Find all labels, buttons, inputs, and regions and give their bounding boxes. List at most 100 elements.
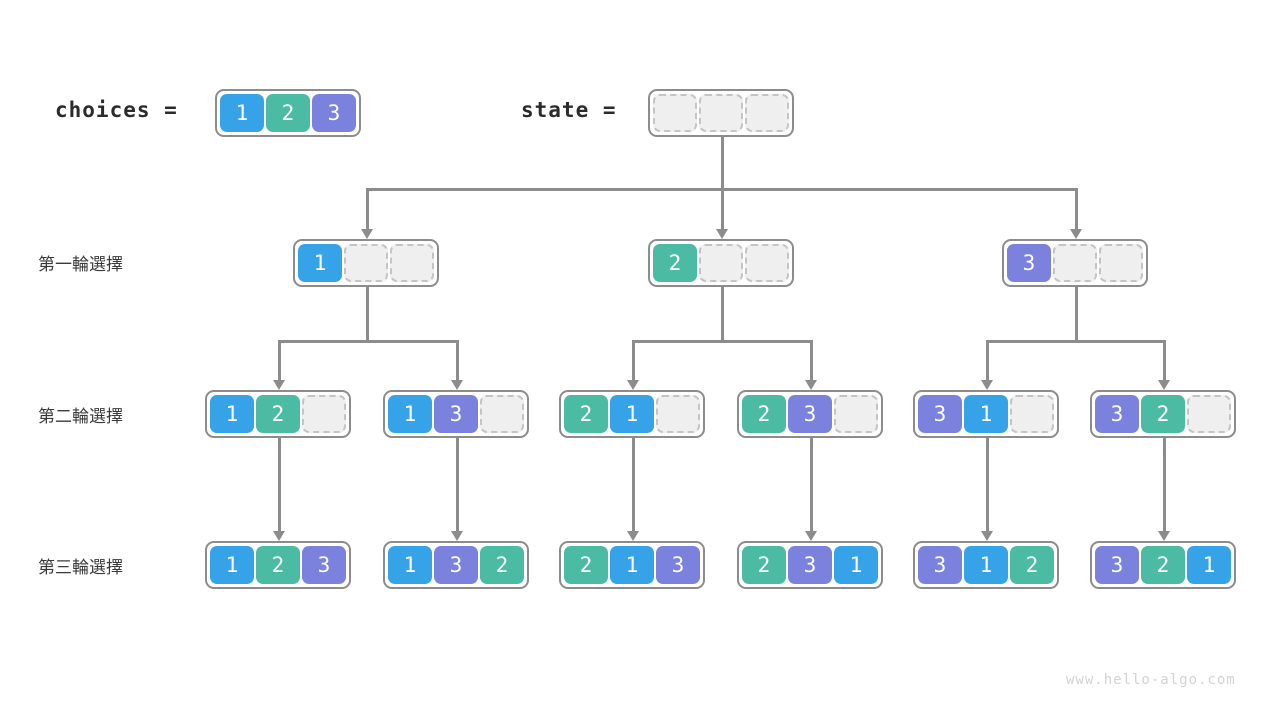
edge-l2-2-drop (631, 438, 635, 532)
edge-l1-0-stem (365, 287, 369, 343)
node-l3-2-cell-1: 1 (610, 546, 654, 584)
node-l1-2-cell-0: 3 (1007, 244, 1051, 282)
edge-root-drop-1 (720, 188, 724, 230)
node-l3-3-cell-1: 3 (788, 546, 832, 584)
state-label: state = (521, 98, 617, 122)
node-l3-1-cell-2: 2 (480, 546, 524, 584)
node-l1-0-cell-0: 1 (298, 244, 342, 282)
node-l2-1-cell-1: 3 (434, 395, 478, 433)
edge-root-arrow-1 (715, 229, 728, 239)
node-l1-0: 1 (293, 239, 439, 287)
node-l1-2: 3 (1002, 239, 1148, 287)
edge-l1-2-bus (985, 340, 1166, 343)
node-l2-4-cell-0: 3 (918, 395, 962, 433)
node-l3-5-cell-0: 3 (1095, 546, 1139, 584)
node-l2-4-cell-1: 1 (964, 395, 1008, 433)
edge-root-stem (720, 137, 724, 191)
node-l3-1-cell-0: 1 (388, 546, 432, 584)
state-array-cell-0 (653, 94, 697, 132)
edge-l2-3-arrow (804, 531, 817, 541)
node-l2-3-cell-0: 2 (742, 395, 786, 433)
node-l2-1-cell-0: 1 (388, 395, 432, 433)
node-l3-3-cell-2: 1 (834, 546, 878, 584)
node-l1-2-cell-1 (1053, 244, 1097, 282)
node-l2-5-cell-1: 2 (1141, 395, 1185, 433)
edge-l1-0-bus (277, 340, 459, 343)
node-l1-1: 2 (648, 239, 794, 287)
node-l2-0-cell-2 (302, 395, 346, 433)
choices-label: choices = (55, 98, 178, 122)
edge-l2-4-drop (985, 438, 989, 532)
edge-l2-3-drop (809, 438, 813, 532)
node-l2-1-cell-2 (480, 395, 524, 433)
edge-l2-5-arrow (1157, 531, 1170, 541)
edge-root-arrow-0 (360, 229, 373, 239)
watermark: www.hello-algo.com (1066, 672, 1236, 688)
node-l2-4-cell-2 (1010, 395, 1054, 433)
node-l1-0-cell-2 (390, 244, 434, 282)
edge-l1-0-arrow-0 (272, 380, 285, 390)
edge-l1-1-arrow-0 (626, 380, 639, 390)
edge-l1-0-arrow-1 (450, 380, 463, 390)
edge-l2-1-drop (455, 438, 459, 532)
edge-l2-1-arrow (450, 531, 463, 541)
node-l3-0-cell-0: 1 (210, 546, 254, 584)
node-l1-0-cell-1 (344, 244, 388, 282)
edge-l1-2-stem (1074, 287, 1078, 343)
edge-l1-0-drop-1 (455, 340, 459, 381)
choices-array-cell-1: 2 (266, 94, 310, 132)
node-l3-0-cell-2: 3 (302, 546, 346, 584)
node-l2-2-cell-0: 2 (564, 395, 608, 433)
edge-l2-4-arrow (980, 531, 993, 541)
state-array-cell-2 (745, 94, 789, 132)
node-l1-1-cell-1 (699, 244, 743, 282)
edge-l1-1-drop-0 (631, 340, 635, 381)
node-l3-5-cell-1: 2 (1141, 546, 1185, 584)
node-l3-2-cell-0: 2 (564, 546, 608, 584)
edge-root-drop-2 (1074, 188, 1078, 230)
node-l2-2-cell-1: 1 (610, 395, 654, 433)
edge-l2-5-drop (1162, 438, 1166, 532)
edge-l1-1-stem (720, 287, 724, 343)
node-l1-1-cell-2 (745, 244, 789, 282)
node-l3-5-cell-2: 1 (1187, 546, 1231, 584)
state-array (648, 89, 794, 137)
edge-l1-1-bus (631, 340, 813, 343)
node-l2-5-cell-2 (1187, 395, 1231, 433)
row-label-round-2: 第二輪選擇 (38, 407, 123, 427)
node-l3-4-cell-1: 1 (964, 546, 1008, 584)
edge-root-arrow-2 (1069, 229, 1082, 239)
node-l2-5-cell-0: 3 (1095, 395, 1139, 433)
edge-l1-2-arrow-0 (980, 380, 993, 390)
node-l2-3-cell-1: 3 (788, 395, 832, 433)
node-l2-0-cell-0: 1 (210, 395, 254, 433)
node-l2-0-cell-1: 2 (256, 395, 300, 433)
edge-l1-2-drop-0 (985, 340, 989, 381)
state-array-cell-1 (699, 94, 743, 132)
choices-array-cell-0: 1 (220, 94, 264, 132)
edge-l1-1-drop-1 (809, 340, 813, 381)
row-label-round-3: 第三輪選擇 (38, 558, 123, 578)
node-l2-2-cell-2 (656, 395, 700, 433)
edge-root-drop-0 (365, 188, 369, 230)
node-l3-3-cell-0: 2 (742, 546, 786, 584)
edge-l1-0-drop-0 (277, 340, 281, 381)
node-l3-1-cell-1: 3 (434, 546, 478, 584)
choices-array-cell-2: 3 (312, 94, 356, 132)
node-l3-4-cell-0: 3 (918, 546, 962, 584)
node-l2-3-cell-2 (834, 395, 878, 433)
edge-l1-1-arrow-1 (804, 380, 817, 390)
